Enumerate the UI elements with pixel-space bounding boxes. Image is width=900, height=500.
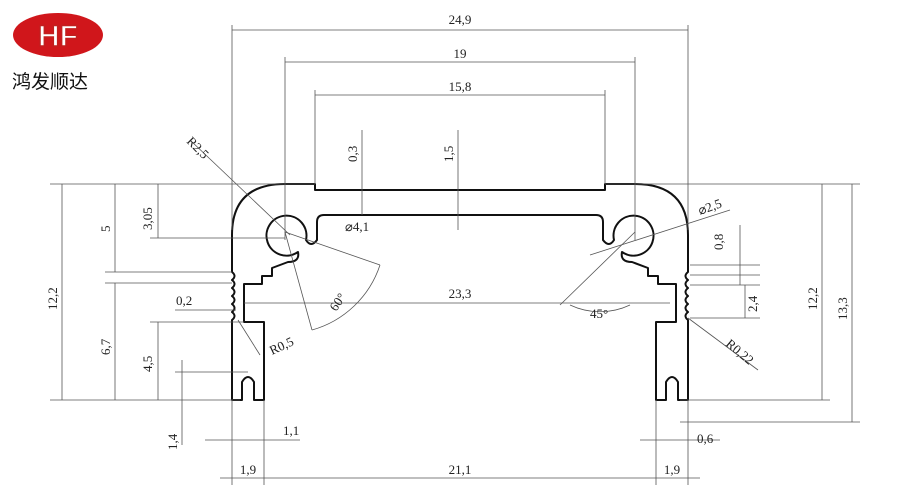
profile-outline [231, 183, 460, 401]
dim-span233: 23,3 [449, 286, 472, 301]
dim-overall-height: 13,3 [835, 297, 850, 320]
dim-h45: 4,5 [140, 356, 155, 372]
dim-step: 0,3 [345, 146, 360, 162]
dim-r05: R0,5 [267, 334, 296, 358]
dim-offset02: 0,2 [176, 293, 192, 308]
dim-wall: 1,5 [441, 146, 456, 162]
logo-mark: HF [38, 20, 78, 53]
dimension-labels: 24,9 19 15,8 0,3 1,5 R2,5 ⌀4,1 ⌀2,5 0,8 … [45, 12, 850, 477]
dim-angle45: 45° [590, 306, 608, 321]
dim-h67: 6,7 [98, 338, 113, 355]
dim-height-right: 12,2 [805, 287, 820, 310]
dim-slot11: 1,1 [283, 423, 299, 438]
logo-ellipse [13, 13, 103, 57]
company-name: 鸿发顺达 [12, 71, 88, 93]
dim-slot06: 0,6 [697, 431, 714, 446]
dim-r022: R0,22 [723, 336, 757, 368]
dim-angle60: 60° [326, 290, 349, 314]
dim-inner-width: 19 [454, 46, 467, 61]
dim-channel-width: 15,8 [449, 79, 472, 94]
dim-h305: 3,05 [140, 207, 155, 230]
dim-slot14: 1,4 [165, 433, 180, 450]
dim-gap08: 0,8 [711, 234, 726, 250]
dim-leg-right: 1,9 [664, 462, 680, 477]
dim-leg-left: 1,9 [240, 462, 256, 477]
dim-dia41: ⌀4,1 [345, 219, 369, 234]
dim-overall-width: 24,9 [449, 12, 472, 27]
company-logo: HF 鸿发顺达 [12, 13, 103, 93]
dim-height-left: 12,2 [45, 287, 60, 310]
dim-dia25: ⌀2,5 [696, 195, 724, 217]
dimension-lines [50, 25, 860, 485]
dim-bottom-span: 21,1 [449, 462, 472, 477]
dim-serr24: 2,4 [745, 295, 760, 312]
dim-h5: 5 [98, 226, 113, 233]
